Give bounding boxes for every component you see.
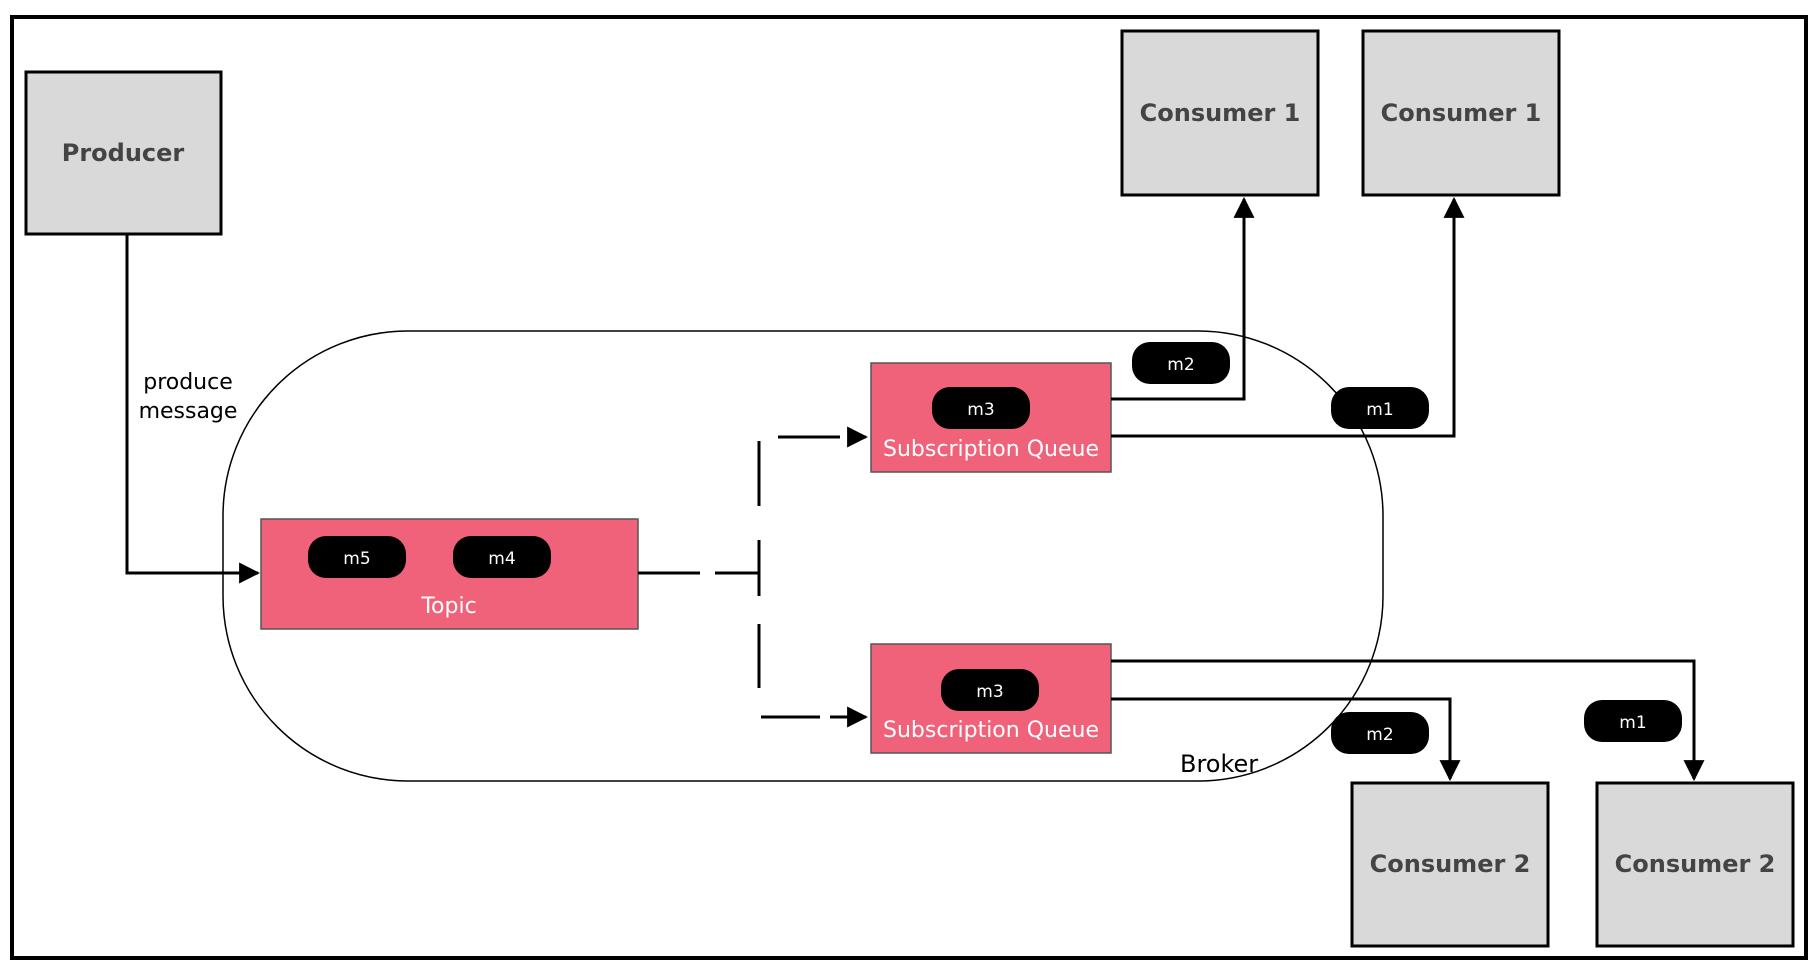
in-flight-message-label: m1 xyxy=(1619,713,1646,733)
produce-label-line2: message xyxy=(139,399,238,424)
consumer-label: Consumer 1 xyxy=(1140,99,1301,127)
consumer-node: Consumer 2 xyxy=(1595,781,1795,948)
delivery-arrow xyxy=(1111,697,1461,782)
delivery-arrow xyxy=(1111,196,1465,438)
subscription-queue-label: Subscription Queue xyxy=(883,437,1099,462)
in-flight-message xyxy=(1584,700,1682,742)
consumer-node: Consumer 1 xyxy=(1361,29,1561,197)
in-flight-message-label: m2 xyxy=(1366,725,1393,745)
fanout-connector xyxy=(638,426,869,728)
message-chip-label: m3 xyxy=(967,400,994,420)
delivery-arrow xyxy=(1111,196,1255,401)
in-flight-message-label: m2 xyxy=(1167,355,1194,375)
delivery-arrow xyxy=(1111,659,1705,782)
message-chip-label: m5 xyxy=(343,549,370,569)
in-flight-message xyxy=(1331,712,1429,754)
in-flight-message xyxy=(1132,342,1230,384)
consumer-node: Consumer 1 xyxy=(1120,29,1320,197)
consumer-label: Consumer 2 xyxy=(1615,850,1776,878)
consumer-node: Consumer 2 xyxy=(1350,781,1550,948)
consumer-label: Consumer 1 xyxy=(1381,99,1542,127)
message-chip-label: m4 xyxy=(488,549,515,569)
produce-label-line1: produce xyxy=(143,370,233,395)
consumer-label: Consumer 2 xyxy=(1370,850,1531,878)
broker-label: Broker xyxy=(1180,750,1258,778)
subscription-queue-1: m3 Subscription Queue xyxy=(870,362,1112,473)
broker-boundary xyxy=(222,330,1384,782)
topic-label: Topic xyxy=(420,594,476,619)
message-chip xyxy=(453,536,551,578)
producer-label: Producer xyxy=(62,139,185,167)
message-chip xyxy=(932,387,1030,429)
producer-node: Producer xyxy=(24,70,223,236)
message-chip-label: m3 xyxy=(976,682,1003,702)
message-chip xyxy=(941,669,1039,711)
produce-arrow xyxy=(125,234,261,584)
topic-node: m5 m4 Topic xyxy=(260,518,639,630)
in-flight-message-label: m1 xyxy=(1366,400,1393,420)
in-flight-message xyxy=(1331,387,1429,429)
subscription-queue-2: m3 Subscription Queue xyxy=(870,643,1112,754)
message-chip xyxy=(308,536,406,578)
subscription-queue-label: Subscription Queue xyxy=(883,718,1099,743)
